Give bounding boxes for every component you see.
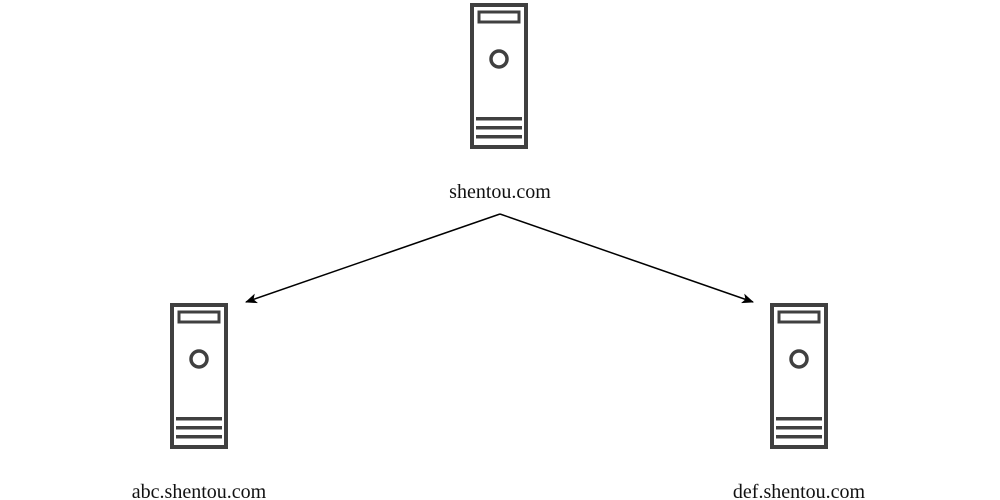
node-left: abc.shentou.com <box>132 303 267 500</box>
node-right-label: def.shentou.com <box>733 481 866 500</box>
node-root: shentou.com <box>449 3 551 203</box>
node-right: def.shentou.com <box>733 303 866 500</box>
server-tower-icon <box>170 303 228 449</box>
node-left-label: abc.shentou.com <box>132 481 267 500</box>
node-root-label: shentou.com <box>449 181 551 203</box>
server-tower-icon <box>770 303 828 449</box>
edge-root-to-right <box>499 213 754 304</box>
server-tower-icon <box>470 3 528 149</box>
edge-root-to-left <box>245 213 501 304</box>
